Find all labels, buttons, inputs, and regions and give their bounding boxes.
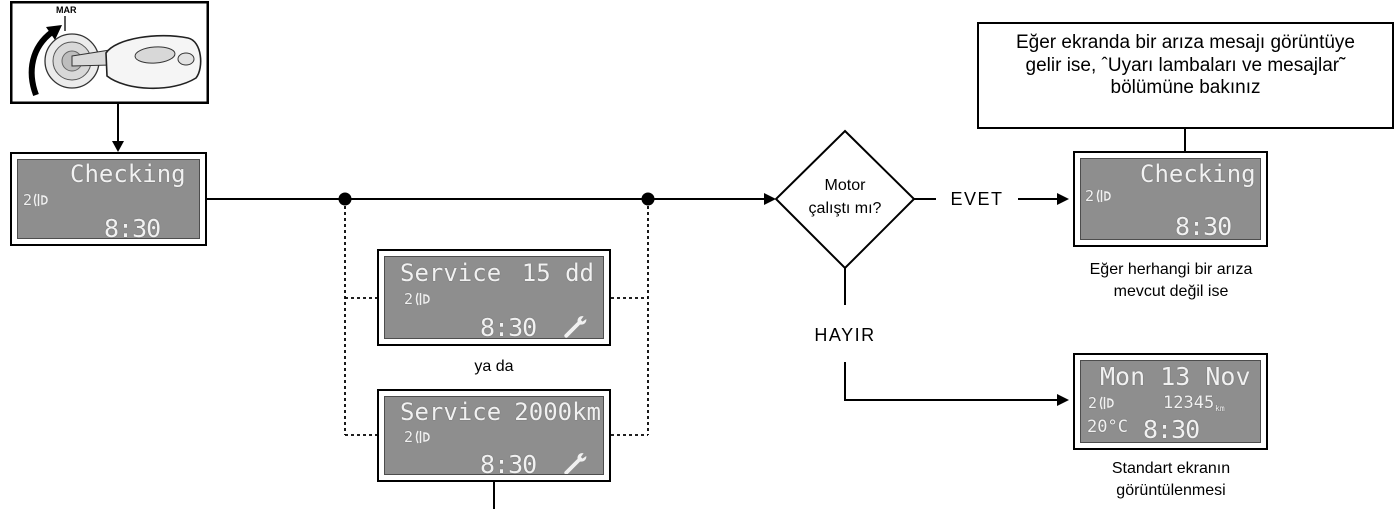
headlamp-level: 2 [404, 430, 413, 445]
lcd-screen: Checking 2 8:30 [17, 159, 200, 239]
ignition-key-illustration: MAR [10, 1, 209, 104]
headlamp-level: 2 [1085, 189, 1094, 204]
headlamp-level: 2 [404, 292, 413, 307]
service-remaining-days: 15 dd [522, 261, 594, 285]
lcd-screen: Service 2000km 2 8:30 [384, 396, 604, 475]
headlamp-aim-icon [33, 193, 48, 212]
clock-time: 8:30 [480, 315, 536, 339]
arrowhead-to-decision [764, 193, 776, 205]
lcd-screen: Service 15 dd 2 8:30 [384, 256, 604, 339]
service-title: Service [400, 400, 501, 424]
clock-time: 8:30 [104, 216, 160, 239]
fault-note-line-3: bölümüne bakınız [979, 77, 1392, 100]
arrowhead-down [112, 141, 124, 152]
no-fault-caption-line-2: mevcut değil ise [1114, 283, 1229, 301]
lcd-screen: Mon 13 Nov 2 12345 km 20°C 8:30 [1080, 360, 1261, 443]
clock-time: 8:30 [1143, 417, 1199, 442]
fault-note-line-1: Eğer ekranda bir arıza mesajı görüntüye [979, 32, 1392, 55]
display-standard: Mon 13 Nov 2 12345 km 20°C 8:30 [1073, 353, 1268, 450]
branch-dot-right [642, 193, 655, 206]
display-service-days: Service 15 dd 2 8:30 [377, 249, 611, 346]
standard-caption-line-1: Standart ekranın [1112, 460, 1230, 478]
arrowhead-no [1057, 394, 1069, 406]
clock-time: 8:30 [480, 452, 536, 475]
fault-note-line-2: gelir ise, ˆUyarı lambaları ve mesajlar˜ [979, 55, 1392, 78]
headlamp-level: 2 [23, 193, 32, 208]
display-checking-start: Checking 2 8:30 [10, 152, 207, 246]
fault-note-box: Eğer ekranda bir arıza mesajı görüntüye … [977, 22, 1394, 129]
service-remaining-km: 2000km [514, 400, 601, 424]
outside-temperature: 20°C [1087, 419, 1128, 436]
no-fault-caption-line-1: Eğer herhangi bir arıza [1090, 261, 1253, 279]
display-checking-engine: Checking 2 8:30 [1073, 151, 1268, 247]
wrench-icon [563, 313, 589, 339]
or-label: ya da [474, 358, 513, 376]
odometer-readout: 12345 [1163, 395, 1214, 412]
wrench-icon [563, 450, 589, 475]
headlamp-aim-icon [415, 292, 430, 311]
yes-label: EVET [950, 189, 1003, 209]
headlamp-aim-icon [415, 430, 430, 449]
headlamp-aim-icon [1099, 396, 1114, 415]
no-label: HAYIR [814, 325, 875, 345]
standard-caption-line-2: görüntülenmesi [1116, 482, 1225, 500]
headlamp-level: 2 [1088, 396, 1097, 411]
odometer-unit: km [1215, 405, 1225, 413]
decision-question-line-1: Motor [825, 177, 866, 195]
arrowhead-yes [1057, 193, 1069, 205]
branch-dot-left [339, 193, 352, 206]
display-message: Checking [1140, 162, 1256, 186]
service-title: Service [400, 261, 501, 285]
clock-time: 8:30 [1175, 214, 1231, 239]
date-readout: Mon 13 Nov [1100, 364, 1251, 389]
mar-position-label: MAR [56, 5, 77, 15]
lcd-screen: Checking 2 8:30 [1080, 158, 1261, 240]
decision-question-line-2: çalıştı mı? [809, 200, 882, 218]
headlamp-aim-icon [1096, 189, 1111, 208]
display-service-km: Service 2000km 2 8:30 [377, 389, 611, 482]
display-message: Checking [70, 162, 186, 186]
connector-no-arrow [845, 362, 1058, 400]
